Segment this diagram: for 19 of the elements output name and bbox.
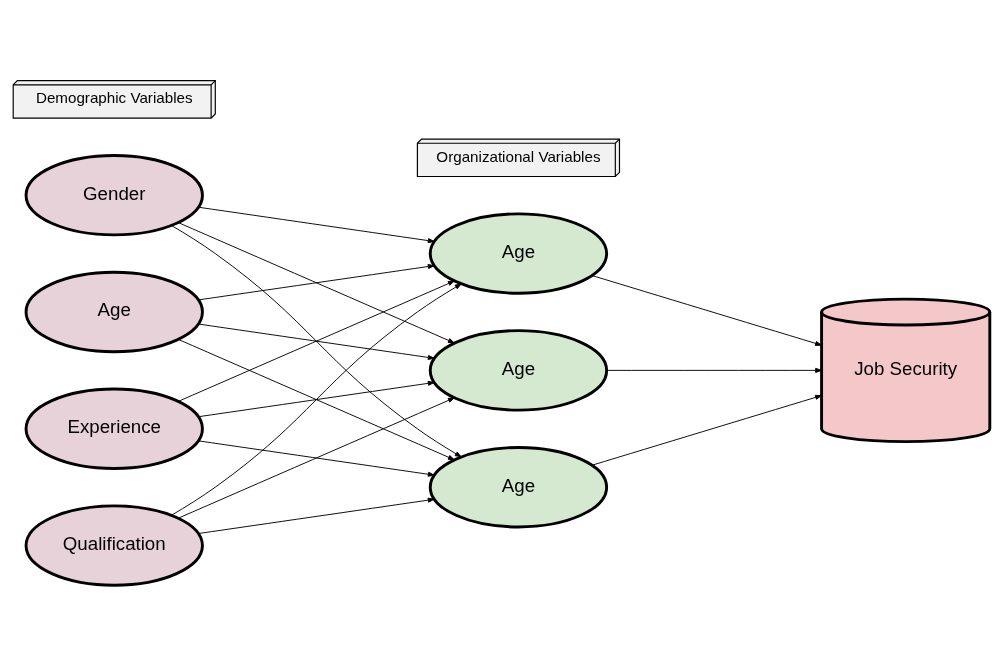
- arrow: [591, 394, 822, 466]
- arrow: [171, 225, 462, 458]
- arrow: [198, 323, 435, 360]
- node-ellipse: Age: [24, 270, 204, 354]
- arrow: [177, 280, 455, 402]
- arrow: [171, 283, 462, 516]
- node-ellipse: Gender: [24, 154, 204, 237]
- arrow: [198, 206, 435, 244]
- node-ellipse: Experience: [24, 387, 204, 470]
- arrow: [177, 222, 455, 344]
- node-ellipse: Qualification: [24, 504, 204, 587]
- arrow: [198, 264, 435, 301]
- arrow: [591, 275, 822, 346]
- arrow: [198, 497, 435, 534]
- arrow: [198, 380, 435, 418]
- arrow: [177, 397, 455, 519]
- arrow: [606, 367, 822, 373]
- arrow: [198, 440, 435, 477]
- arrow: [177, 338, 455, 461]
